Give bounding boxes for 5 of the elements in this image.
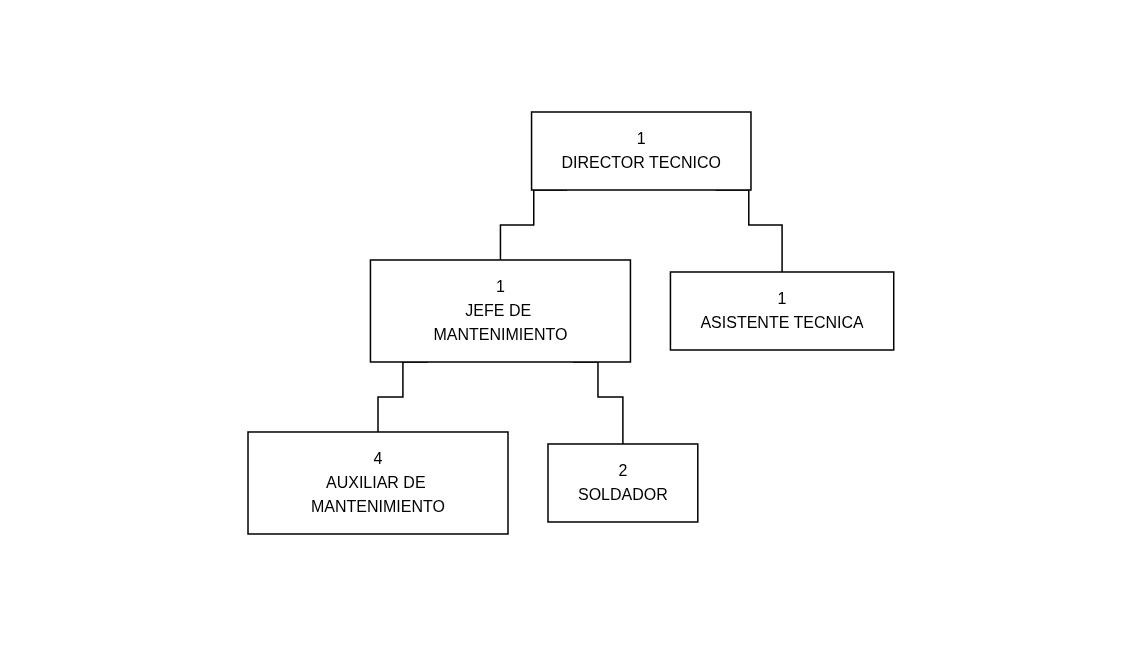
- node-box: 1 DIRECTOR TECNICO: [530, 111, 752, 191]
- node-box: 1 ASISTENTE TECNICA: [669, 271, 895, 351]
- node-box: 2 SOLDADOR: [547, 443, 699, 523]
- node-box: 4 AUXILIAR DE MANTENIMIENTO: [247, 431, 509, 535]
- node-box: 1 JEFE DE MANTENIMIENTO: [369, 259, 632, 363]
